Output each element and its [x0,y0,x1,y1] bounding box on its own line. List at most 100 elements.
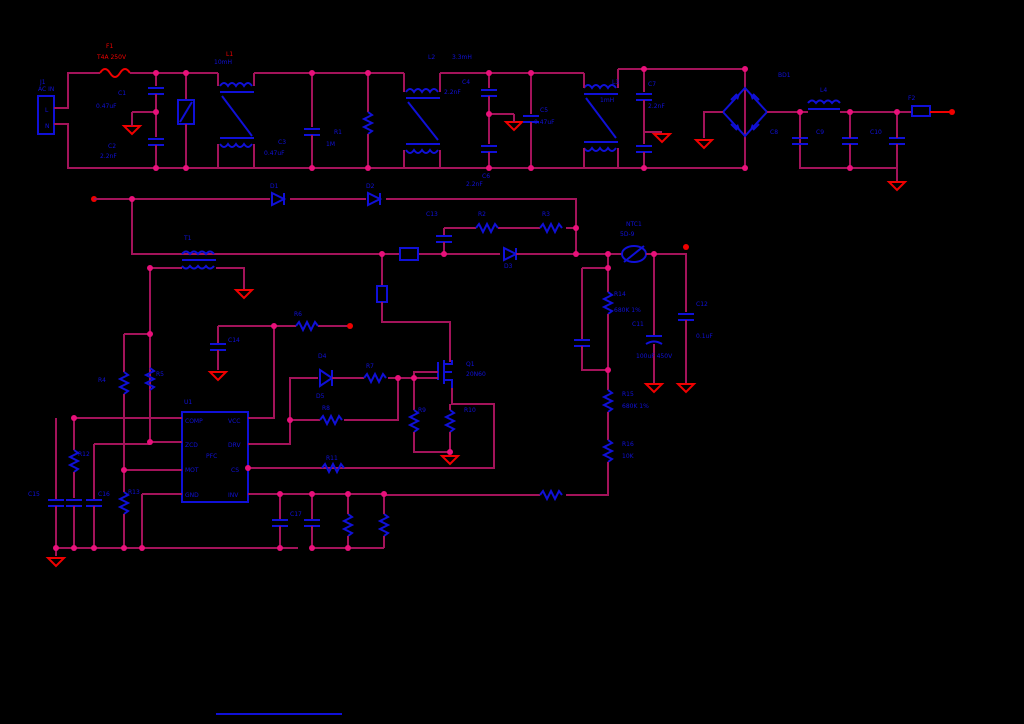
label-c3: C3 [278,139,286,146]
label-c14: C14 [228,337,240,344]
ac-input-connector: J1 AC IN L N [37,79,55,135]
diode-d4: D4 [318,353,334,388]
label-r16: R16 [622,441,634,448]
label-r2: R2 [478,211,486,218]
pin-drv: DRV [228,442,241,449]
label-r6: R6 [294,311,302,318]
label-l2: L2 [428,54,435,61]
label-q1-value: 20N60 [466,371,486,378]
choke-l4: L4 [807,87,841,110]
pin-mot: MOT [185,467,199,474]
label-l2-value: 3.3mH [452,54,472,61]
label-c6: C6 [482,173,490,180]
label-r8: R8 [322,405,330,412]
label-r14-value: 680K 1% [614,307,641,314]
label-c10: C10 [870,129,882,136]
label-c1: C1 [118,90,126,97]
choke-l1: L1 10mH [214,51,255,168]
diode-d1: D1 [270,183,287,207]
ic-center-label: PFC [206,453,217,460]
label-j1: J1 [39,79,46,86]
capacitor-c7: C7 2.2nF [636,69,665,133]
capacitor-c6: C6 2.2nF [466,114,497,188]
label-d4: D4 [318,353,327,360]
label-q1: Q1 [466,361,475,368]
label-t1: T1 [183,235,192,242]
label-l1: L1 [226,51,233,58]
pin-n-label: N [45,123,50,130]
capacitor-c3: C3 0.47uF [264,73,320,168]
label-l1-value: 10mH [214,59,232,66]
label-ntc1: NTC1 [626,221,642,228]
thermistor-ntc1: NTC1 5D-9 [620,221,647,263]
label-r4: R4 [98,377,106,384]
capacitor-c5: C5 0.47uF [523,73,555,168]
mosfet-q1: Q1 20N60 [437,360,486,388]
transformer-t1: T1 [181,235,216,270]
diode-d3: D3 [503,246,519,270]
label-c16: C16 [98,491,110,498]
pin-gnd: GND [185,492,199,499]
label-c12: C12 [696,301,708,308]
label-f2: F2 [908,95,915,102]
junction-dots [53,66,900,551]
label-c13: C13 [426,211,438,218]
label-c3-value: 0.47uF [264,150,285,157]
label-r1: R1 [334,129,342,136]
label-c1-value: 0.47uF [96,103,117,110]
label-r15: R15 [622,391,634,398]
label-r9: R9 [418,407,426,414]
label-r3: R3 [542,211,550,218]
capacitor-c1: C1 0.47uF [96,73,164,113]
capacitor-c4: C4 2.2nF [444,73,514,115]
label-c5: C5 [540,107,548,114]
label-f1-value: T4A 250V [96,54,127,61]
label-r5: R5 [156,371,164,378]
pin-comp: COMP [185,418,203,425]
label-c5-value: 0.47uF [534,119,555,126]
label-c17: C17 [290,511,302,518]
bridge-rectifier-bd1: BD1 [721,72,791,138]
fuse-f1: F1 T4A 250V [96,43,131,78]
label-d1: D1 [270,183,279,190]
controller-ic-u1: U1 COMP ZCD MOT GND VCC DRV CS INV PFC [181,399,249,503]
label-l3-value: 1mH [600,97,614,104]
label-r16-value: 10K [622,453,635,460]
diode-d2: D2 [366,183,383,207]
pin-inv: INV [228,492,239,499]
label-c2: C2 [108,143,116,150]
label-d5: D5 [316,393,325,400]
label-d2: D2 [366,183,375,190]
pin-vcc: VCC [228,418,240,425]
label-r11: R11 [326,455,338,462]
label-c4-value: 2.2nF [444,89,461,96]
label-c11-value: 100uF 450V [636,353,673,360]
label-l3: L3 [612,79,619,86]
pin-zcd: ZCD [185,442,198,449]
label-c7: C7 [648,81,656,88]
label-r15-value: 680K 1% [622,403,649,410]
pin-cs: CS [231,467,239,474]
resistor-r15: R15 680K 1% [601,389,649,413]
resistor-r16: R16 10K [601,439,635,463]
choke-l2: L2 3.3mH [403,54,472,168]
pin-l-label: L [45,107,49,114]
label-c12-value: 0.1uF [696,333,713,340]
capacitor-c11: C11 100uF 450V [632,321,673,384]
label-bd1: BD1 [778,72,791,79]
label-c11: C11 [632,321,644,328]
resistor-r1: R1 1M [326,73,375,168]
fuse-f2: F2 [908,95,931,117]
capacitor-c2: C2 2.2nF [100,112,164,168]
label-ac-in: AC IN [38,86,54,93]
label-c7-value: 2.2nF [648,103,665,110]
label-ntc1-value: 5D-9 [620,231,635,238]
label-c2-value: 2.2nF [100,153,117,160]
capacitor-c12: C12 0.1uF [678,301,713,384]
label-c15: C15 [28,491,40,498]
label-d3: D3 [504,263,513,270]
varistor [177,73,195,168]
label-c6-value: 2.2nF [466,181,483,188]
